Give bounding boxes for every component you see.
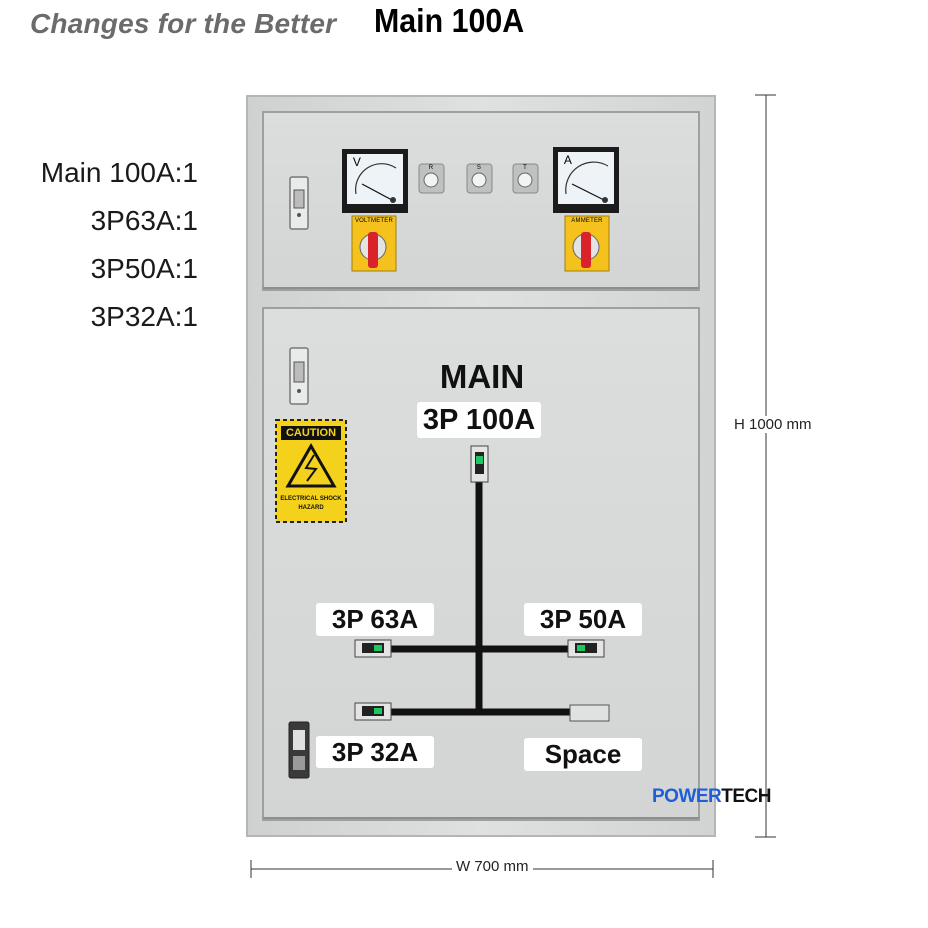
breaker-50a-icon [567,639,605,658]
spare-slot [569,704,610,722]
ammeter-selector-switch-icon [564,215,610,272]
height-dimension-label: H 1000 mm [730,416,816,433]
page-title: Main 100A [374,2,525,39]
voltmeter-selector-switch-icon [351,215,397,272]
main-rating-label: 3P 100A [417,402,541,438]
caution-line-1: ELECTRICAL SHOCK [280,496,342,502]
maker-logo-power: POWER [652,786,722,807]
spec-item-63a: 3P63A:1 [90,205,198,236]
spec-list: Main 100A:1 3P63A:1 3P50A:1 3P32A:1 [0,152,198,344]
latch-icon [289,176,309,230]
warning-triangle-icon [285,442,337,488]
pilot-lamp-icon [512,163,539,194]
voltmeter-label: VOLTMETER [354,218,394,224]
voltmeter-symbol: V [352,155,362,169]
main-breaker-icon [470,445,489,483]
width-dimension-label: W 700 mm [452,858,533,875]
meter-door [262,111,700,291]
maker-logo: POWERTECH [652,786,772,808]
brand-tagline: Changes for the Better [30,8,337,39]
busbar-diagram [388,482,575,716]
caution-line-2: HAZARD [298,505,324,511]
pilot-lamp-label: T [523,165,527,171]
voltmeter-icon [342,149,408,213]
branch-32a-label: 3P 32A [316,736,434,768]
caution-title: CAUTION [285,427,337,439]
branch-50a-label: 3P 50A [524,603,642,636]
pilot-lamp-icon [466,163,493,194]
ammeter-symbol: A [563,153,573,167]
main-heading: MAIN [439,358,525,395]
ammeter-icon [553,147,619,213]
latch-icon [288,721,310,779]
latch-icon [289,347,309,405]
branch-63a-label: 3P 63A [316,603,434,636]
height-dimension-line [755,94,776,838]
caution-sign [275,419,347,523]
ammeter-label: AMMETER [571,218,603,224]
pilot-lamp-icon [418,163,445,194]
spec-item-32a: 3P32A:1 [90,301,198,332]
spec-item-main: Main 100A:1 [40,157,198,188]
maker-logo-tech: TECH [721,786,772,807]
pilot-lamp-label: S [476,165,482,171]
breaker-63a-icon [354,639,392,658]
pilot-lamp-label: R [428,165,434,171]
space-label: Space [524,738,642,771]
spec-item-50a: 3P50A:1 [90,253,198,284]
breaker-32a-icon [354,702,392,721]
